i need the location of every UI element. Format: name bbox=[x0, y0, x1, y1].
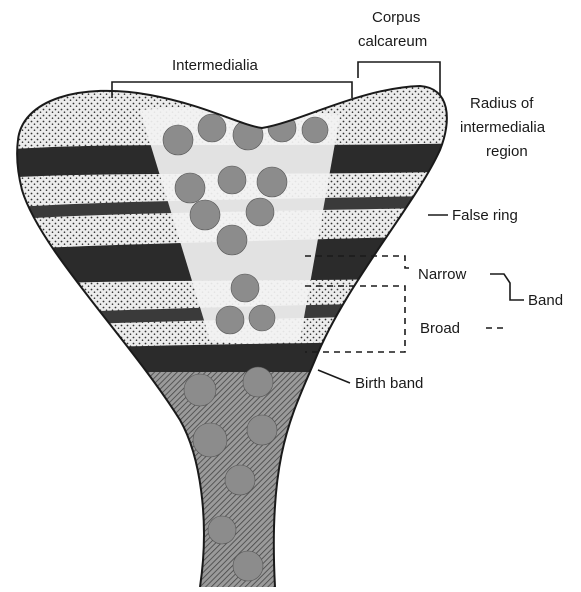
label-corpus-2: calcareum bbox=[358, 33, 427, 50]
label-narrow: Narrow bbox=[418, 266, 467, 283]
label-birth-band: Birth band bbox=[355, 375, 423, 392]
label-corpus-1: Corpus bbox=[372, 9, 420, 26]
band-connector bbox=[490, 274, 524, 300]
label-radius-2: intermedialia bbox=[460, 119, 546, 136]
stem-region bbox=[0, 372, 581, 587]
label-false-ring: False ring bbox=[452, 207, 518, 224]
label-radius-3: region bbox=[486, 143, 528, 160]
label-radius-1: Radius of bbox=[470, 95, 534, 112]
label-intermedialia: Intermedialia bbox=[172, 57, 259, 74]
label-broad: Broad bbox=[420, 320, 460, 337]
label-band: Band bbox=[528, 292, 563, 309]
birth-band-leader bbox=[318, 370, 350, 383]
